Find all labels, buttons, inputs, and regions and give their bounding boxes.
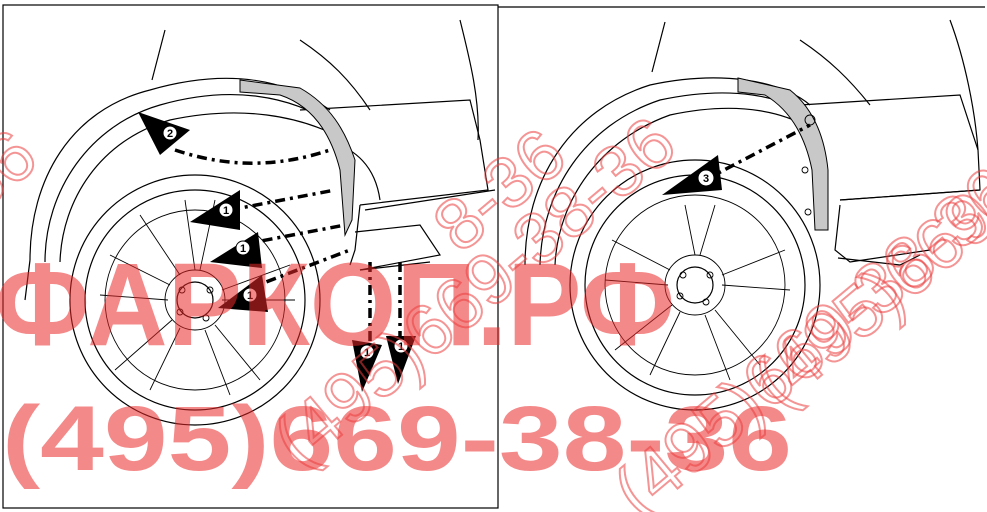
- svg-text:2: 2: [167, 128, 173, 140]
- left-panel-drawing: [24, 19, 496, 426]
- right-panel-drawing: [524, 19, 981, 411]
- callout-2: 2: [138, 112, 190, 155]
- left-panel-frame: [2, 4, 499, 509]
- watermark-brand: ФАРКОП.РФ: [0, 239, 675, 371]
- svg-text:1: 1: [247, 290, 253, 302]
- svg-text:3: 3: [703, 173, 709, 185]
- watermark-diagonal-edge: 56: [0, 114, 52, 227]
- callout-3: 3: [662, 155, 722, 195]
- svg-text:1: 1: [240, 243, 246, 255]
- svg-text:1: 1: [398, 341, 404, 353]
- liner-highlight-right: [737, 77, 829, 231]
- svg-text:1: 1: [364, 347, 370, 359]
- callout-1d: 1: [352, 340, 382, 392]
- callout-1a: 1: [190, 190, 240, 230]
- svg-text:1: 1: [223, 205, 229, 217]
- callout-1b: 1: [210, 232, 262, 268]
- callout-1e: 1: [386, 336, 416, 384]
- right-dash-paths: [704, 123, 811, 182]
- callout-1c: 1: [218, 275, 268, 312]
- watermark-phone: (495)669-38-36: [2, 388, 792, 490]
- watermark: ФАРКОП.РФ (495)669-38-36 (495)669-38-36 …: [0, 101, 987, 512]
- liner-highlight: [239, 79, 356, 237]
